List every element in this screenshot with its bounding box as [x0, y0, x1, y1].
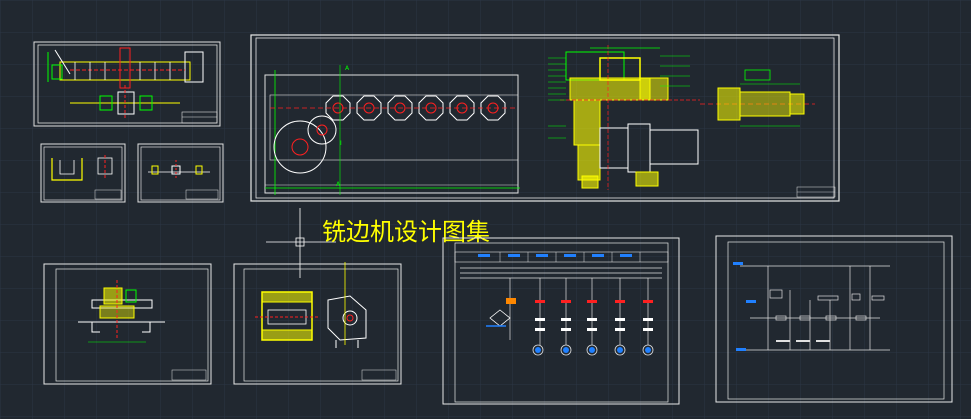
- crosshair-cursor: [266, 208, 336, 278]
- sheet-control-circuit[interactable]: [715, 235, 953, 403]
- shaft-detail: [700, 69, 815, 127]
- plan-view: A I A: [264, 65, 520, 195]
- svg-text:A: A: [336, 181, 341, 188]
- roller-row: [325, 95, 506, 121]
- sheet-electrical-schematic[interactable]: [442, 237, 680, 405]
- sheet-part-small-left[interactable]: [40, 143, 126, 203]
- gearbox-section: [548, 45, 700, 190]
- sheet-assembly-top-left[interactable]: [33, 41, 221, 127]
- svg-text:A: A: [345, 65, 350, 72]
- sheet-part-small-right[interactable]: [137, 143, 224, 203]
- drawing-set-title: 铣边机设计图集: [322, 218, 490, 246]
- sheet-bracket[interactable]: [43, 263, 212, 385]
- sheet-main-assembly[interactable]: A I A: [250, 34, 840, 202]
- svg-text:I: I: [340, 140, 342, 147]
- sheet-cutter-housing[interactable]: [233, 262, 402, 385]
